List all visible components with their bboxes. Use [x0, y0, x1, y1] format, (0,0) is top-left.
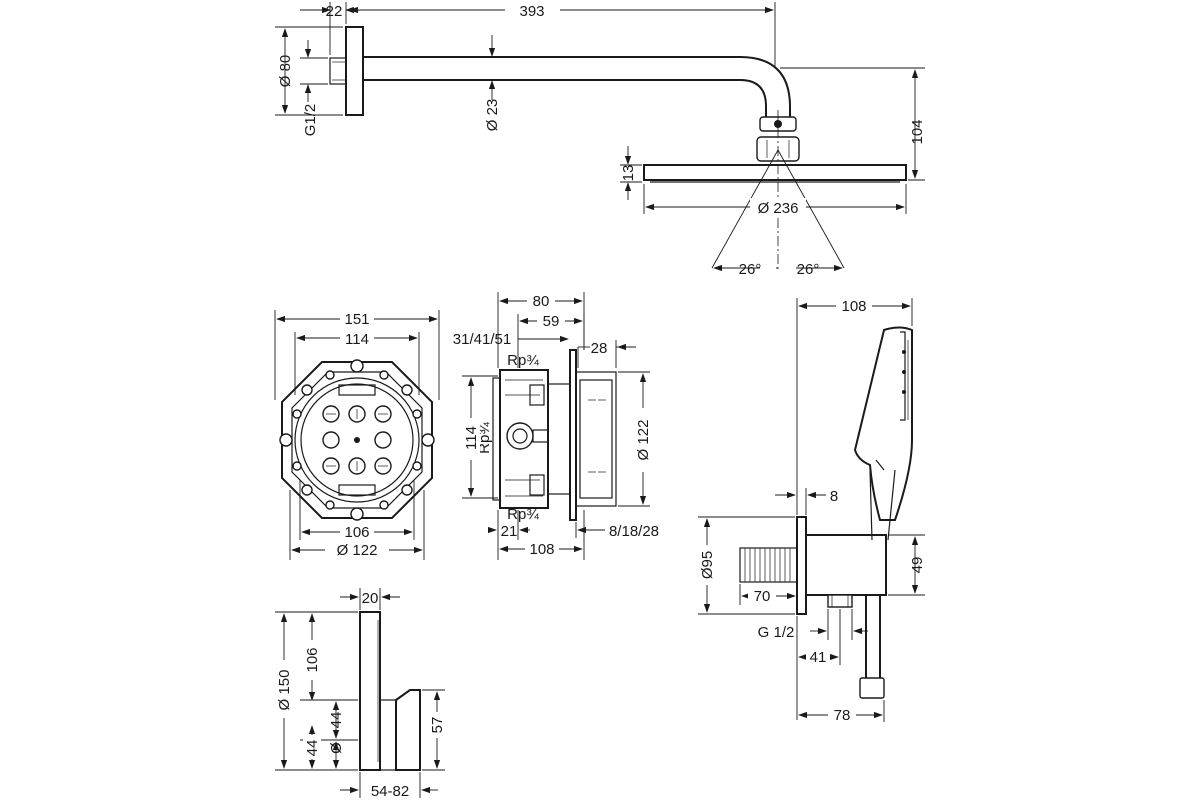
- ibox-octagon-body: [281, 361, 433, 519]
- ibox-side-view: 80 59 31/41/51 28 Rp¾ Rp¾ Rp¾ 114 Ø 122: [453, 292, 659, 560]
- dim-ibox-depth-59: 59: [543, 313, 560, 330]
- ibox-front-view: 151 114 106 Ø 122: [274, 310, 440, 560]
- thermostat-view: 20 Ø 150 106 44 Ø 44 57 54-82: [275, 588, 446, 800]
- dim-arm-length: 393: [519, 3, 544, 20]
- ibox-side-port: [506, 422, 534, 450]
- dim-head-height: 104: [909, 119, 926, 144]
- thread-hatch: [744, 548, 791, 582]
- dim-ibox-outer-width: 151: [344, 311, 369, 328]
- dim-ibox-108: 108: [529, 541, 554, 558]
- dim-ibox-bottom-width: 106: [344, 524, 369, 541]
- thermostat-cover-plate: [359, 611, 381, 771]
- dim-ibox-depth-80: 80: [533, 293, 550, 310]
- label-rp-top: Rp¾: [507, 352, 539, 369]
- label-rp-bottom: Rp¾: [507, 506, 539, 523]
- dim-arm-dia: Ø 23: [484, 99, 501, 132]
- ibox-ring: [294, 377, 420, 503]
- dim-hand-total: 108: [841, 298, 866, 315]
- dim-head-thickness: 13: [620, 165, 637, 182]
- dim-ibox-side-height: 114: [463, 426, 480, 450]
- dim-head-dia: Ø 236: [758, 200, 799, 217]
- dim-thermo-44-upper: 44: [328, 712, 345, 729]
- dim-hand-thread: G 1/2: [758, 624, 795, 641]
- dim-angle-left: 26°: [739, 261, 762, 278]
- dim-thermo-dia-small: Ø: [328, 742, 345, 754]
- hand-shower-hose: [865, 595, 881, 680]
- dim-flange-dia: Ø 80: [277, 55, 294, 88]
- dim-hand-70: 70: [754, 588, 771, 605]
- hand-shower-rosette: [796, 516, 807, 615]
- hand-shower-holder: [805, 534, 887, 596]
- dim-thermo-44-lower: 44: [304, 740, 321, 757]
- shower-arm: [363, 56, 791, 118]
- dim-ibox-28: 28: [591, 340, 608, 357]
- dim-ibox-inner-width: 114: [345, 331, 369, 348]
- dim-flange-depth: 22: [326, 3, 343, 20]
- hand-shower-outlet: [827, 594, 853, 608]
- dim-ibox-depth-range: 31/41/51: [453, 331, 511, 348]
- dim-thermo-150: Ø 150: [276, 670, 293, 711]
- dim-ibox-bottom-dia: Ø 122: [337, 542, 378, 559]
- dim-thermo-54-82: 54-82: [371, 783, 409, 800]
- hand-shower-head: [853, 326, 913, 521]
- head-shower-view: 22 393 Ø 80 G1/2 Ø 23 104 13: [275, 2, 926, 278]
- shower-head: [643, 164, 907, 181]
- dim-hand-78: 78: [834, 707, 851, 724]
- thermostat-knob: [395, 689, 421, 771]
- label-rp-side: Rp¾: [476, 422, 493, 454]
- dim-thermo-57: 57: [429, 717, 446, 734]
- dim-ibox-21: 21: [501, 523, 518, 540]
- dim-hand-49: 49: [909, 557, 926, 574]
- dim-thermo-106: 106: [304, 647, 321, 672]
- hand-shower-view: 108 8 Ø95 70 49 G 1/2 41: [698, 297, 926, 724]
- dim-ibox-side-dia: Ø 122: [635, 420, 652, 461]
- dim-thermo-20: 20: [362, 590, 379, 607]
- wall-flange: [345, 26, 364, 116]
- dim-hand-rosette: Ø95: [699, 551, 716, 579]
- wall-thread-connector: [329, 57, 347, 85]
- ibox-plaster-guard: [569, 349, 577, 521]
- dim-hand-8: 8: [830, 488, 838, 505]
- dim-hand-41: 41: [810, 649, 827, 666]
- dim-ibox-range-bottom: 8/18/28: [609, 523, 659, 540]
- dim-thread-top: G1/2: [302, 104, 319, 137]
- hand-shower-thread: [739, 547, 798, 583]
- dim-angle-right: 26°: [797, 261, 820, 278]
